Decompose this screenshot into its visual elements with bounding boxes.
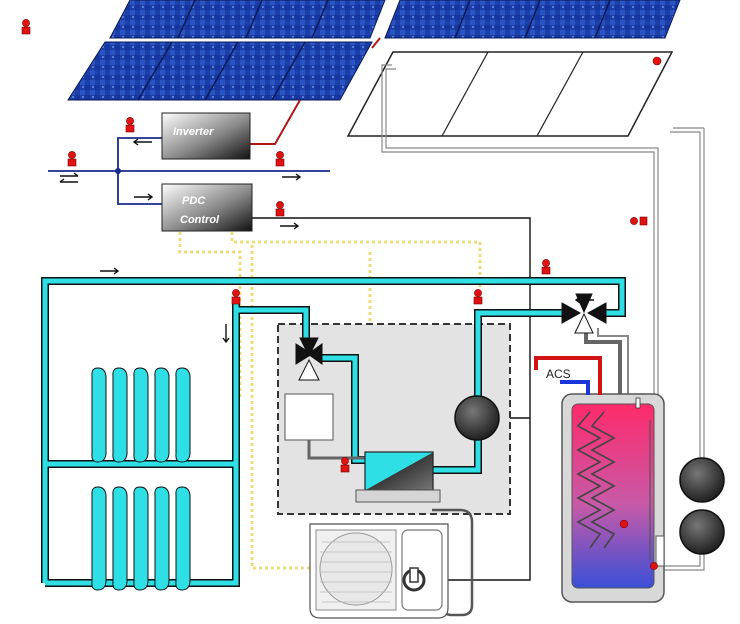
flow-arrow-icon (132, 138, 152, 146)
acs-label: ACS (546, 367, 571, 381)
inverter-label: Inverter (173, 126, 214, 138)
outdoor-heat-pump-unit (309, 523, 449, 619)
pdc-label-line1: PDC (182, 195, 206, 207)
pv-dc-line (250, 37, 381, 145)
flow-arrow-icon (280, 222, 300, 230)
sensor-icon (541, 259, 551, 275)
solar-thermal-collector (346, 51, 674, 137)
sensor-icon (630, 216, 648, 226)
pdc-label-line2: Control (180, 214, 220, 226)
electrical-bus (48, 137, 330, 205)
circulation-pump-icon (679, 457, 725, 503)
signal-lines (178, 232, 482, 570)
bus-junction (115, 168, 121, 174)
inverter-box: Inverter (161, 112, 251, 160)
acs-outlet: ACS (534, 356, 602, 395)
sensor-icon (21, 19, 31, 35)
sensor-icon (67, 151, 77, 167)
pv-panel-top-left (109, 0, 386, 39)
three-way-valve-icon (561, 293, 607, 334)
flow-arrow-icon (134, 193, 154, 201)
plate-heat-exchanger (355, 451, 441, 503)
sensor-icon (473, 289, 483, 305)
circulation-pump-icon (454, 395, 500, 441)
dhw-tank (561, 393, 665, 603)
control-wire (252, 217, 531, 581)
fan-icon (319, 532, 393, 606)
flow-arrow-icon (222, 324, 230, 344)
sensor-icon (275, 201, 285, 217)
sensor-icon (275, 151, 285, 167)
sensor-icon (125, 117, 135, 133)
backup-heater (284, 393, 334, 441)
flow-arrow-icon (282, 173, 302, 181)
radiator-bottom (91, 486, 191, 591)
three-way-valve-icon (295, 337, 323, 381)
circulation-pump-icon (679, 509, 725, 555)
solar-loop-pipes (381, 64, 705, 571)
bidirectional-arrow-icon (59, 172, 79, 183)
pdc-control-box: PDC Control (161, 183, 253, 232)
pv-array (67, 0, 681, 101)
radiator-top (91, 367, 191, 463)
sensor-icon (340, 457, 350, 473)
flow-arrow-icon (100, 267, 120, 275)
sensor-icon (231, 289, 241, 305)
pv-panel-bottom (67, 41, 373, 101)
hydraulic-loop (41, 277, 626, 587)
